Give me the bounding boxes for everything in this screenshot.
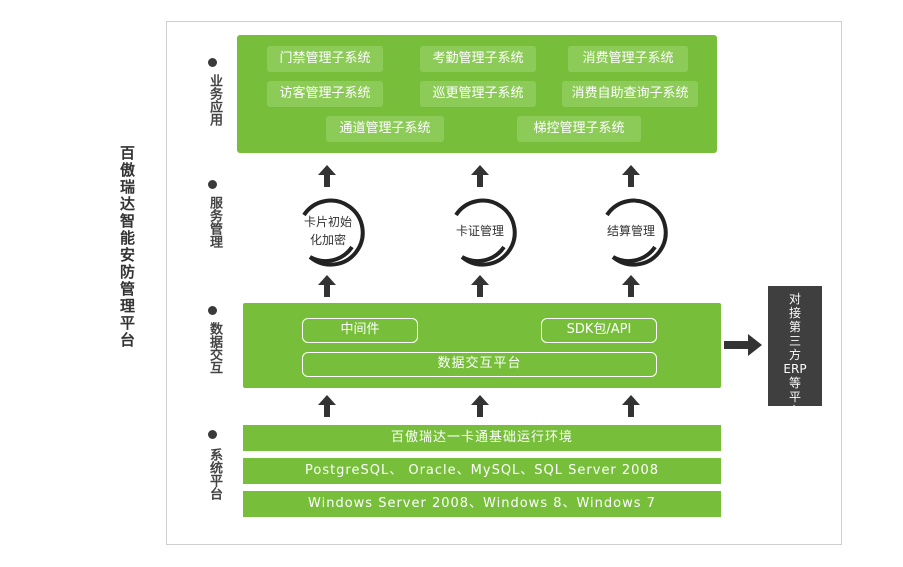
os-bar: Windows Server 2008、Windows 8、Windows 7 <box>243 491 721 517</box>
third-party-text: 对 <box>788 292 801 306</box>
app-attendance[interactable]: 考勤管理子系统 <box>420 46 536 72</box>
platform-title: 百傲瑞达智能安防管理平台 <box>118 145 136 349</box>
layer-label-system: 系统平台 <box>207 448 222 500</box>
layer-label-data: 数据交互 <box>207 322 222 374</box>
arrow-up-icon <box>318 395 336 417</box>
third-party-text: ERP <box>783 362 807 376</box>
app-access-control[interactable]: 门禁管理子系统 <box>267 46 383 72</box>
arrow-up-icon <box>318 275 336 297</box>
layer-label-service: 服务管理 <box>207 196 222 248</box>
cycle-icon <box>454 198 517 267</box>
data-platform-box[interactable]: 数据交互平台 <box>302 352 657 377</box>
third-party-text: 方 <box>788 348 801 362</box>
third-party-text: 第 <box>788 320 801 334</box>
card-init-line2: 化加密 <box>309 233 346 247</box>
cycle-icon <box>302 198 365 267</box>
third-party-text: 三 <box>788 334 801 348</box>
app-channel[interactable]: 通道管理子系统 <box>326 116 444 142</box>
service-settlement: 结算管理 <box>591 191 671 271</box>
runtime-bar: 百傲瑞达一卡通基础运行环境 <box>243 425 721 451</box>
arrow-up-icon <box>471 165 489 187</box>
third-party-erp-box: 对 接 第 三 方 ERP 等 平 台 <box>768 286 822 418</box>
arrow-up-icon <box>471 395 489 417</box>
middleware-box[interactable]: 中间件 <box>302 318 418 343</box>
settlement-label: 结算管理 <box>606 224 655 238</box>
layer-label-business: 业务应用 <box>207 74 222 126</box>
app-consumption[interactable]: 消费管理子系统 <box>568 46 688 72</box>
card-cert-label: 卡证管理 <box>455 224 504 238</box>
service-card-init: 卡片初始化加密 <box>288 191 368 271</box>
app-visitor[interactable]: 访客管理子系统 <box>267 81 383 107</box>
business-dot <box>208 58 217 67</box>
arrow-up-icon <box>318 165 336 187</box>
service-dot <box>208 180 217 189</box>
app-patrol[interactable]: 巡更管理子系统 <box>420 81 536 107</box>
arrow-up-icon <box>622 275 640 297</box>
third-party-text: 台 <box>788 404 801 418</box>
arrow-up-icon <box>622 395 640 417</box>
arrow-up-icon <box>471 275 489 297</box>
system-dot <box>208 430 217 439</box>
service-card-cert: 卡证管理 <box>440 191 520 271</box>
third-party-text: 平 <box>788 390 801 404</box>
third-party-text: 接 <box>788 306 801 320</box>
arrow-right-icon <box>724 334 762 356</box>
data-dot <box>208 306 217 315</box>
database-bar: PostgreSQL、 Oracle、MySQL、SQL Server 2008 <box>243 458 721 484</box>
cycle-icon <box>605 198 668 267</box>
sdk-api-box[interactable]: SDK包/API <box>541 318 657 343</box>
data-exchange-panel <box>243 303 721 388</box>
card-init-line1: 卡片初始 <box>303 215 352 229</box>
third-party-text: 等 <box>788 376 801 390</box>
app-self-query[interactable]: 消费自助查询子系统 <box>562 81 698 107</box>
app-elevator[interactable]: 梯控管理子系统 <box>517 116 641 142</box>
arrow-up-icon <box>622 165 640 187</box>
